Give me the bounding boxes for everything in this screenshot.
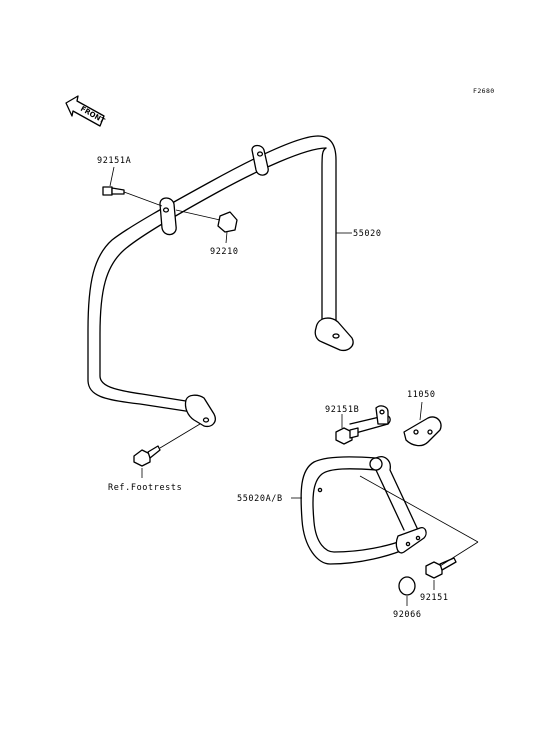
- engine-guard-main: [87, 135, 354, 428]
- label-92151a: 92151A: [97, 156, 131, 166]
- label-92151: 92151: [420, 593, 449, 603]
- bolt-92151a-icon: [102, 186, 163, 207]
- label-92066: 92066: [393, 610, 422, 620]
- bolt-92151b-icon: [335, 427, 359, 445]
- label-92151b: 92151B: [325, 405, 359, 415]
- label-92210: 92210: [210, 247, 239, 257]
- label-11050: 11050: [407, 390, 436, 400]
- label-55020ab: 55020A/B: [237, 494, 283, 504]
- bracket-11050-icon: [403, 416, 442, 447]
- cap-92066-icon: [398, 576, 416, 596]
- engine-guard-lower: [300, 405, 427, 565]
- front-arrow-icon: FRONT: [65, 95, 106, 127]
- bolt-92151-icon: [425, 557, 457, 579]
- label-ref-footrests: Ref.Footrests: [108, 483, 182, 493]
- label-55020: 55020: [353, 229, 382, 239]
- figure-code: F2680: [473, 87, 495, 95]
- footrest-bolt-icon: [133, 423, 201, 467]
- nut-92210-icon: [175, 209, 238, 233]
